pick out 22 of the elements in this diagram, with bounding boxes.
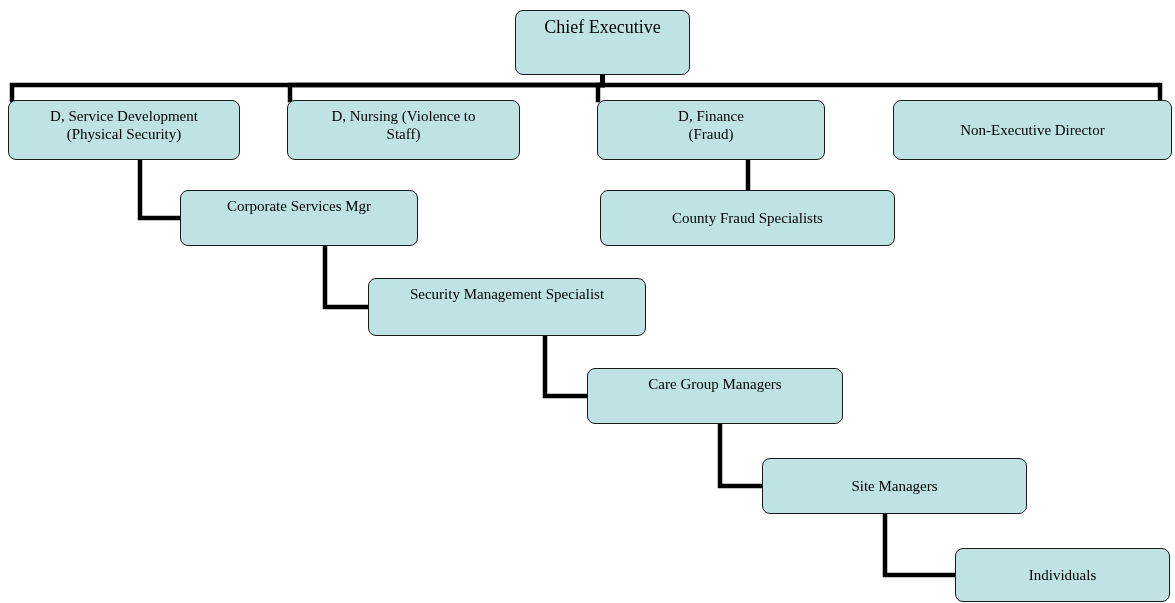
role-title: Corporate Services Mgr bbox=[226, 197, 372, 215]
role-title: Care Group Managers bbox=[648, 375, 782, 393]
org-box bbox=[515, 10, 690, 75]
org-box bbox=[955, 548, 1170, 602]
role-title: D, Finance (Fraud) bbox=[677, 107, 745, 143]
org-box bbox=[368, 278, 646, 336]
org-box bbox=[8, 100, 240, 160]
role-title: D, Nursing (Violence to Staff) bbox=[330, 107, 477, 143]
role-title: Site Managers bbox=[851, 477, 938, 495]
org-box bbox=[587, 368, 843, 424]
org-box bbox=[287, 100, 520, 160]
org-box bbox=[893, 100, 1172, 160]
role-title: D, Service Development (Physical Security) bbox=[49, 107, 199, 143]
role-title: Individuals bbox=[1028, 566, 1097, 584]
org-box bbox=[762, 458, 1027, 514]
role-title: Security Management Specialist bbox=[409, 285, 605, 303]
role-title: Non-Executive Director bbox=[960, 121, 1105, 139]
role-title: Chief Executive bbox=[544, 17, 661, 39]
org-box bbox=[180, 190, 418, 246]
org-box bbox=[600, 190, 895, 246]
org-box bbox=[597, 100, 825, 160]
role-title: County Fraud Specialists bbox=[672, 209, 823, 227]
